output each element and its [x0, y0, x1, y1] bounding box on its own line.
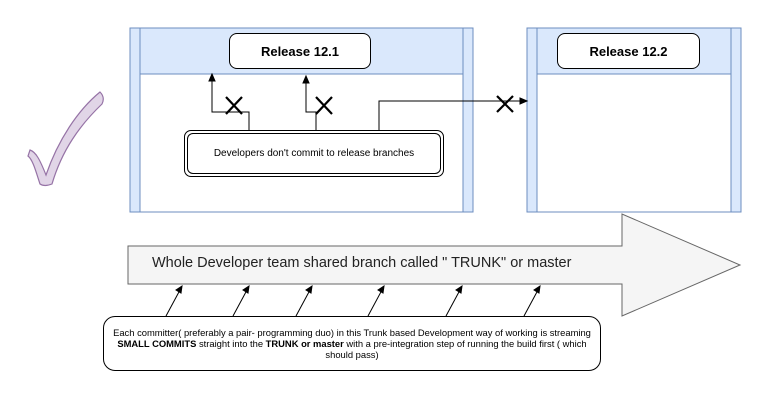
commit-arrow: [295, 284, 313, 317]
blocked-x-icon: [315, 96, 333, 115]
blocked-connector-1: [208, 72, 250, 130]
commit-arrow: [232, 284, 250, 317]
trunk-arrow: [127, 213, 742, 317]
trunk-label: Whole Developer team shared branch calle…: [152, 255, 572, 271]
release-label-12-2: Release 12.2: [557, 33, 700, 69]
blocked-x-icon: [496, 95, 514, 113]
blocked-connector-2: [302, 74, 317, 130]
checkmark-icon: [27, 91, 104, 187]
commit-process-note: Each committer( preferably a pair- progr…: [103, 316, 601, 371]
blocked-connector-3: [378, 97, 529, 130]
blocked-x-icon: [225, 96, 243, 115]
developers-note: Developers don't commit to release branc…: [184, 130, 444, 177]
commit-arrows: [165, 284, 541, 317]
small-commits-emphasis: SMALL COMMITS: [117, 338, 197, 349]
developers-note-text: Developers don't commit to release branc…: [187, 133, 441, 174]
commit-process-text: Each committer( preferably a pair- progr…: [113, 327, 591, 360]
trunk-emphasis: TRUNK or master: [265, 338, 344, 349]
commit-arrow: [367, 284, 385, 317]
commit-arrow: [445, 284, 463, 317]
commit-arrow: [165, 284, 183, 317]
release-label-12-1: Release 12.1: [229, 33, 371, 69]
commit-arrow: [523, 284, 541, 317]
